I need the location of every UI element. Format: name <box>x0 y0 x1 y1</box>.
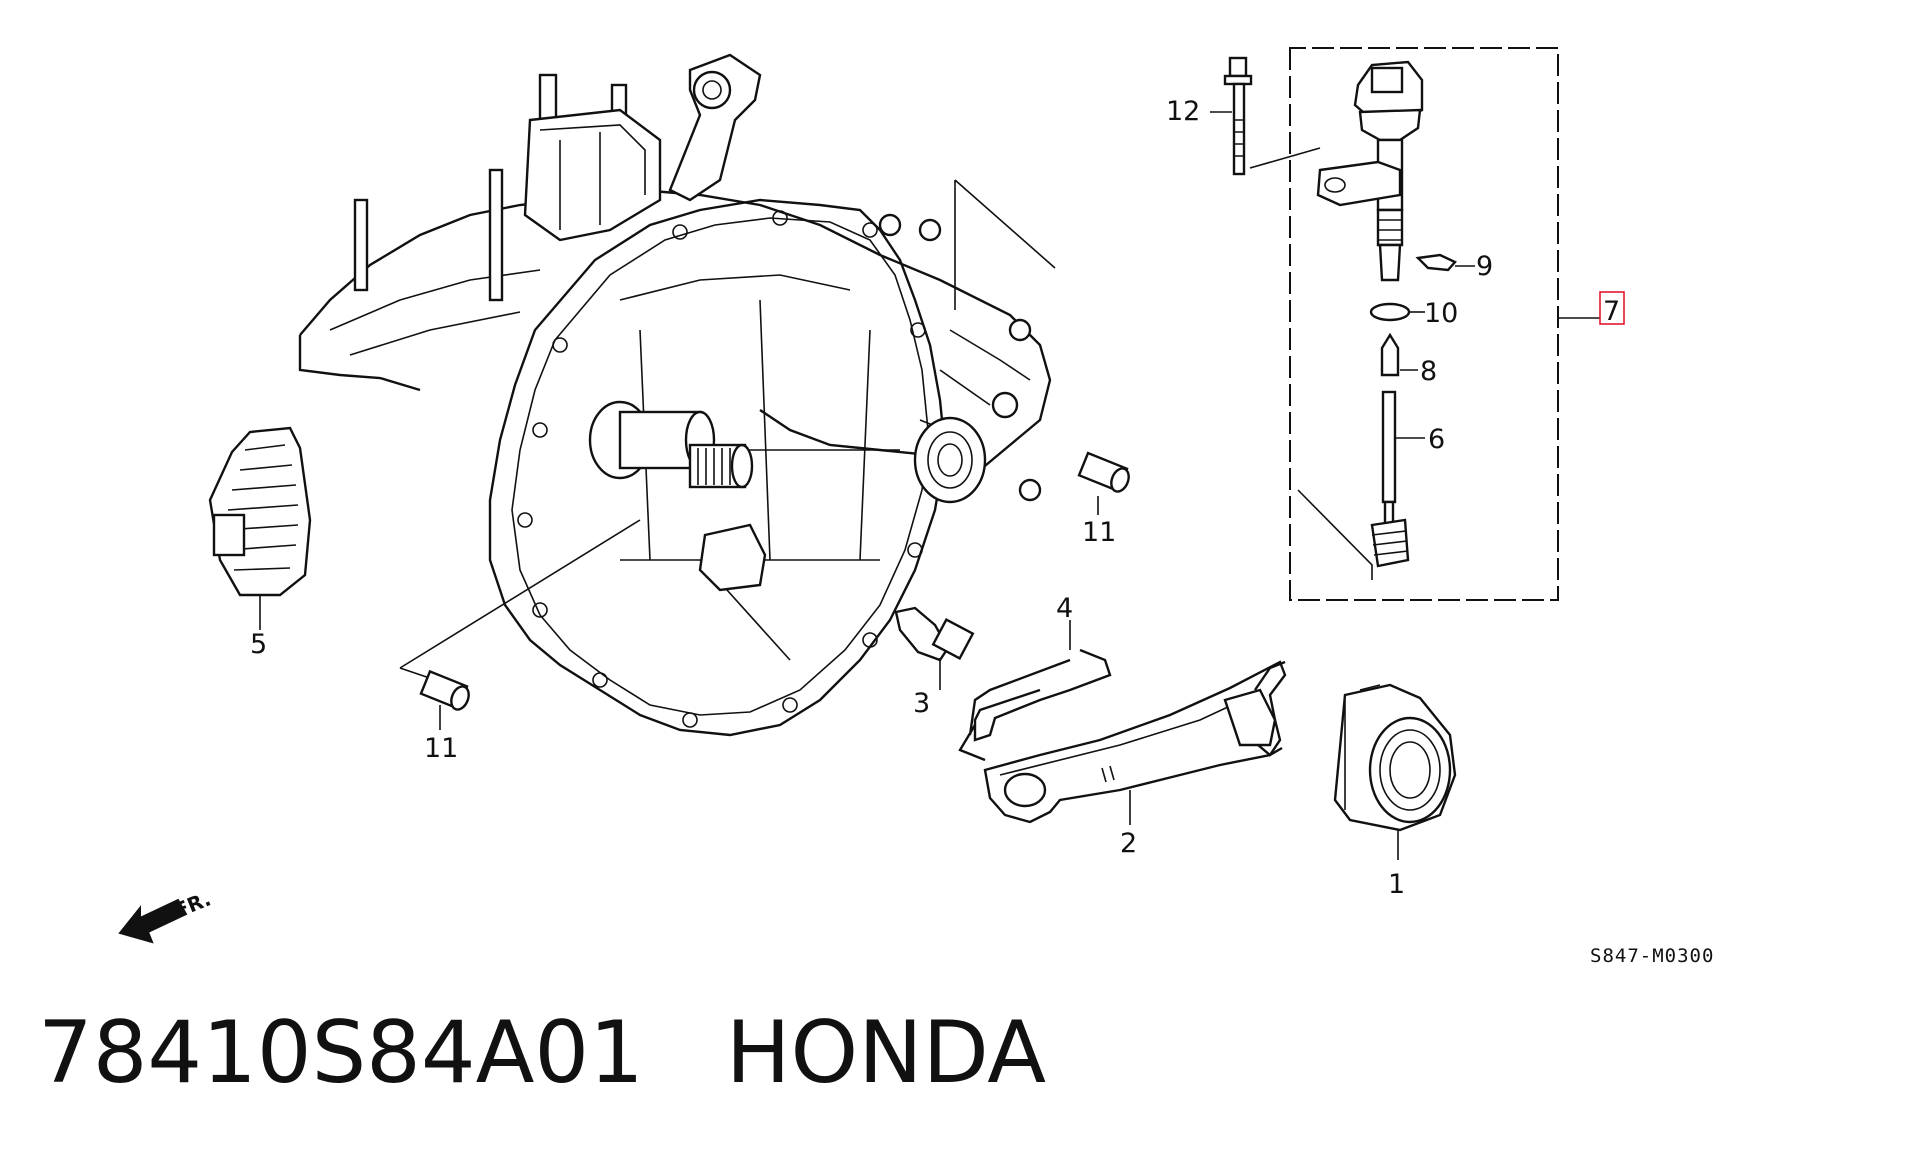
part-number: 78410S84A01 <box>38 1003 644 1103</box>
callout-6: 6 <box>1428 424 1445 455</box>
callout-7: 7 <box>1603 296 1620 327</box>
part-11-dowel-left <box>419 669 470 730</box>
part-5-cover <box>208 426 312 630</box>
part-3-switch <box>894 606 975 690</box>
callout-8: 8 <box>1420 356 1437 387</box>
callout-9: 9 <box>1476 251 1493 282</box>
callout-1: 1 <box>1388 869 1405 900</box>
callout-11-right: 11 <box>1082 517 1116 548</box>
diff-seal <box>913 416 987 504</box>
drawing-code: S847-M0300 <box>1590 945 1714 967</box>
brand-name: HONDA <box>725 1003 1047 1103</box>
part-4-spring-clip <box>958 620 1112 762</box>
part-1-release-bearing <box>1333 683 1457 860</box>
callout-7-highlight-box <box>1599 291 1625 325</box>
front-label: FR. <box>171 887 214 923</box>
part-7-speed-sensor-assembly <box>1249 47 1600 601</box>
callout-11-left: 11 <box>424 733 458 764</box>
front-direction-arrow: FR. <box>118 887 214 944</box>
input-shaft <box>588 400 754 489</box>
part-title: 78410S84A01 HONDA <box>38 1010 1046 1096</box>
callout-2: 2 <box>1120 828 1137 859</box>
part-11-dowel-right <box>1077 451 1130 515</box>
callout-5: 5 <box>250 629 267 660</box>
callout-3: 3 <box>913 688 930 719</box>
part-12-bolt <box>1210 56 1253 176</box>
transmission-housing <box>298 53 1056 737</box>
front-arrow-icon <box>118 898 188 944</box>
part-2-release-fork <box>983 660 1287 825</box>
callout-12: 12 <box>1166 96 1200 127</box>
callout-10: 10 <box>1424 298 1458 329</box>
callout-4: 4 <box>1056 593 1073 624</box>
callout-labels: 1 2 3 4 5 6 8 9 10 11 11 12 7 <box>250 96 1625 900</box>
